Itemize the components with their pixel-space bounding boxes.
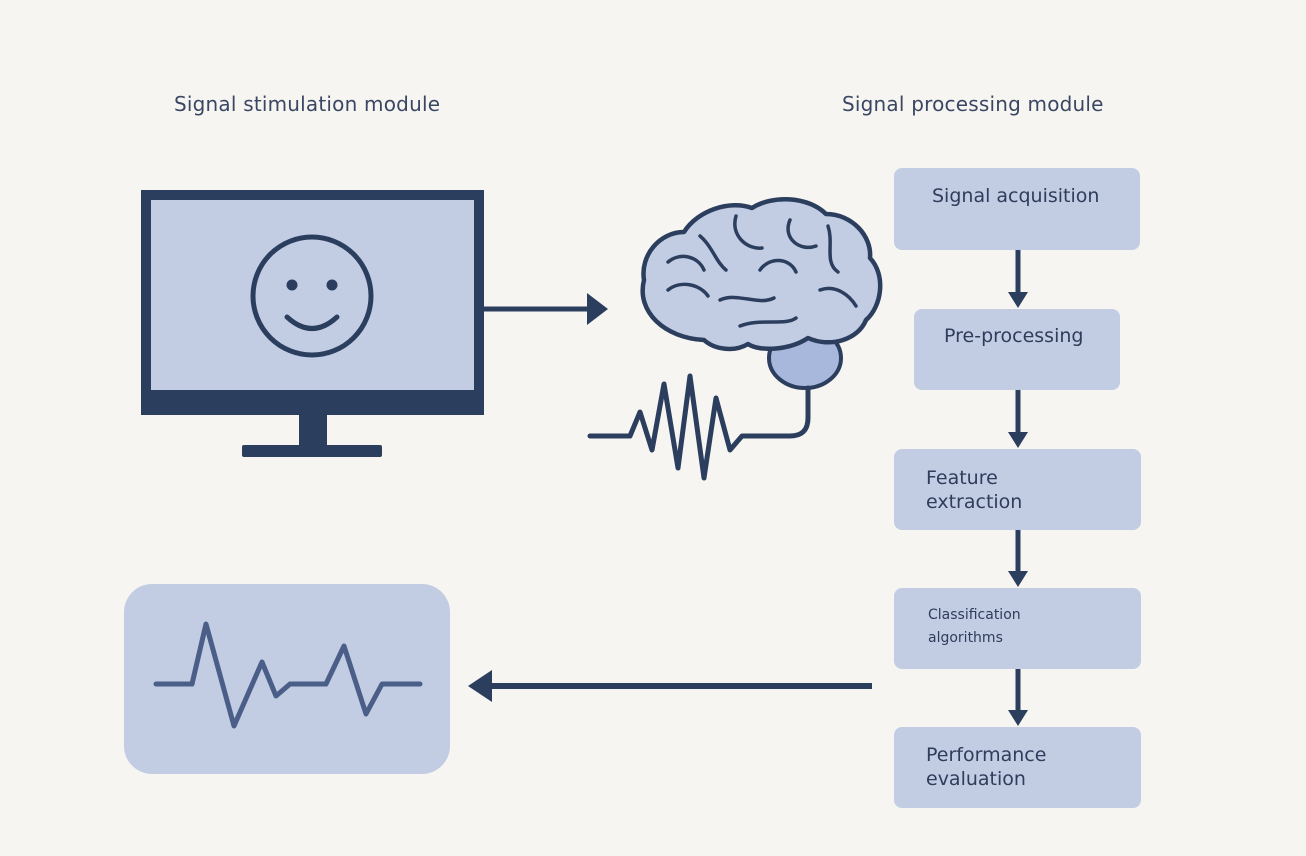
step-signal-acquisition: Signal acquisition — [894, 168, 1140, 250]
step-pre-processing: Pre-processing — [914, 309, 1120, 390]
arrow-class-to-perf — [1008, 669, 1028, 726]
step-label-line-2: algorithms — [928, 630, 1003, 646]
step-feature-extraction: Feature extraction — [894, 449, 1141, 530]
arrow-acq-to-pre — [1008, 250, 1028, 308]
step-label-line-1: Feature — [926, 467, 998, 489]
eeg-wave-icon — [587, 373, 811, 481]
stimulation-module-title: Signal stimulation module — [174, 92, 441, 116]
brain-icon — [640, 197, 883, 390]
step-label-line-2: evaluation — [926, 768, 1026, 790]
arrow-pre-to-feat — [1008, 390, 1028, 448]
output-waveform-icon — [153, 621, 423, 729]
arrow-feat-to-class — [1008, 530, 1028, 587]
arrow-feedback-to-output — [468, 670, 872, 702]
monitor-icon — [141, 190, 484, 457]
step-label: Signal acquisition — [932, 185, 1100, 207]
step-performance-evaluation: Performance evaluation — [894, 727, 1141, 808]
arrow-stimulus-to-brain — [484, 293, 608, 325]
step-label-line-2: extraction — [926, 491, 1023, 513]
step-classification-algorithms: Classification algorithms — [894, 588, 1141, 669]
flow-arrows — [1008, 250, 1028, 726]
step-label-line-1: Classification — [928, 607, 1021, 623]
smiley-face-icon — [250, 234, 374, 358]
step-label-line-1: Performance — [926, 744, 1047, 766]
output-waveform-panel — [124, 584, 450, 774]
step-label: Pre-processing — [944, 325, 1084, 347]
processing-module-title: Signal processing module — [842, 92, 1104, 116]
